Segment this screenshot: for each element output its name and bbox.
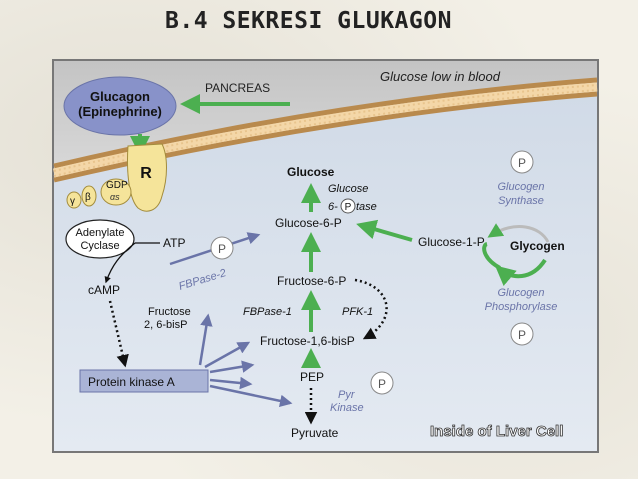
phosphate-fbpase2 [210, 236, 234, 260]
g-protein-gamma [66, 191, 82, 209]
glucagon-label: Glucagon [90, 89, 150, 104]
g6pase-prefix: 6- [328, 201, 338, 213]
phosphate-pyr-kinase-label: P [378, 377, 386, 391]
protein-kinase-a-label: Protein kinase A [88, 375, 175, 389]
pfk1-label: PFK-1 [342, 306, 373, 318]
gamma-label: γ [70, 196, 75, 207]
phosphate-glycogen-phosphorylase-label: P [518, 328, 526, 342]
glycogen-synthase-line2: Synthase [498, 195, 544, 207]
pka-arrows [169, 232, 293, 408]
g6pase-phosphate-label: P [345, 202, 352, 213]
glucose1p-label: Glucose-1-P [418, 235, 485, 249]
receptor-label: R [140, 165, 152, 182]
pyr-kinase-line2: Kinase [330, 402, 364, 414]
g6pase-phosphate [340, 198, 356, 214]
g-protein-beta [81, 185, 97, 207]
g-protein-alpha [100, 178, 132, 206]
atp-label: ATP [163, 236, 185, 250]
glycogen-phosphorylase-line1: Glucogen [497, 287, 544, 299]
slide-title: B.4 SEKRESI GLUKAGON [165, 8, 452, 34]
phosphate-fbpase2-label: P [218, 242, 226, 256]
gluconeogenesis-arrows [301, 183, 413, 368]
g6pase-suffix: tase [356, 201, 377, 213]
pep-label: PEP [300, 370, 324, 384]
glycogen-phosphorylase-arrow [494, 258, 547, 287]
fructose16bisp-label: Fructose-1,6-bisP [260, 334, 355, 348]
gdp-label: GDP [106, 180, 128, 191]
glycogen-synthase-line1: Glucogen [497, 181, 544, 193]
glycogen-synthase-arrow [487, 223, 550, 243]
protein-kinase-a [79, 369, 209, 393]
glycogen-label: Glycogen [510, 239, 565, 253]
glycogen-phosphorylase-line2: Phosphorylase [485, 301, 558, 313]
adenylate-cyclase [65, 219, 135, 259]
atp-to-camp-arrow [104, 242, 136, 284]
adenylate-cyclase-line2: Cyclase [80, 240, 119, 252]
pancreas-label: PANCREAS [205, 81, 270, 95]
phosphate-pyr-kinase [370, 371, 394, 395]
glucagon-hormone [63, 76, 177, 136]
phosphate-glycogen-synthase [510, 150, 534, 174]
phosphate-glycogen-synthase-label: P [518, 156, 526, 170]
fructose26-line2: 2, 6-bisP [144, 319, 187, 331]
beta-label: β [85, 192, 91, 203]
glucose-label: Glucose [287, 165, 335, 179]
g6pase-line1: Glucose [328, 183, 368, 195]
adenylate-cyclase-line1: Adenylate [76, 227, 125, 239]
alpha-s-label: αs [110, 192, 120, 202]
fbpase1-label: FBPase-1 [243, 306, 292, 318]
receptor [127, 143, 167, 212]
pyruvate-label: Pyruvate [291, 426, 339, 440]
inside-liver-cell-label: Inside of Liver Cell [430, 423, 563, 440]
pyr-kinase-line1: Pyr [338, 389, 356, 401]
glucose-low-label: Glucose low in blood [380, 69, 501, 84]
fructose26-line1: Fructose [148, 306, 191, 318]
epinephrine-label: (Epinephrine) [78, 104, 162, 119]
phosphate-glycogen-phosphorylase [510, 322, 534, 346]
camp-label: cAMP [88, 283, 120, 297]
camp-to-pka-arrow [108, 300, 129, 368]
glucose6p-label: Glucose-6-P [275, 216, 342, 230]
fructose6p-label: Fructose-6-P [277, 274, 346, 288]
pfk1-arrow [354, 278, 388, 340]
